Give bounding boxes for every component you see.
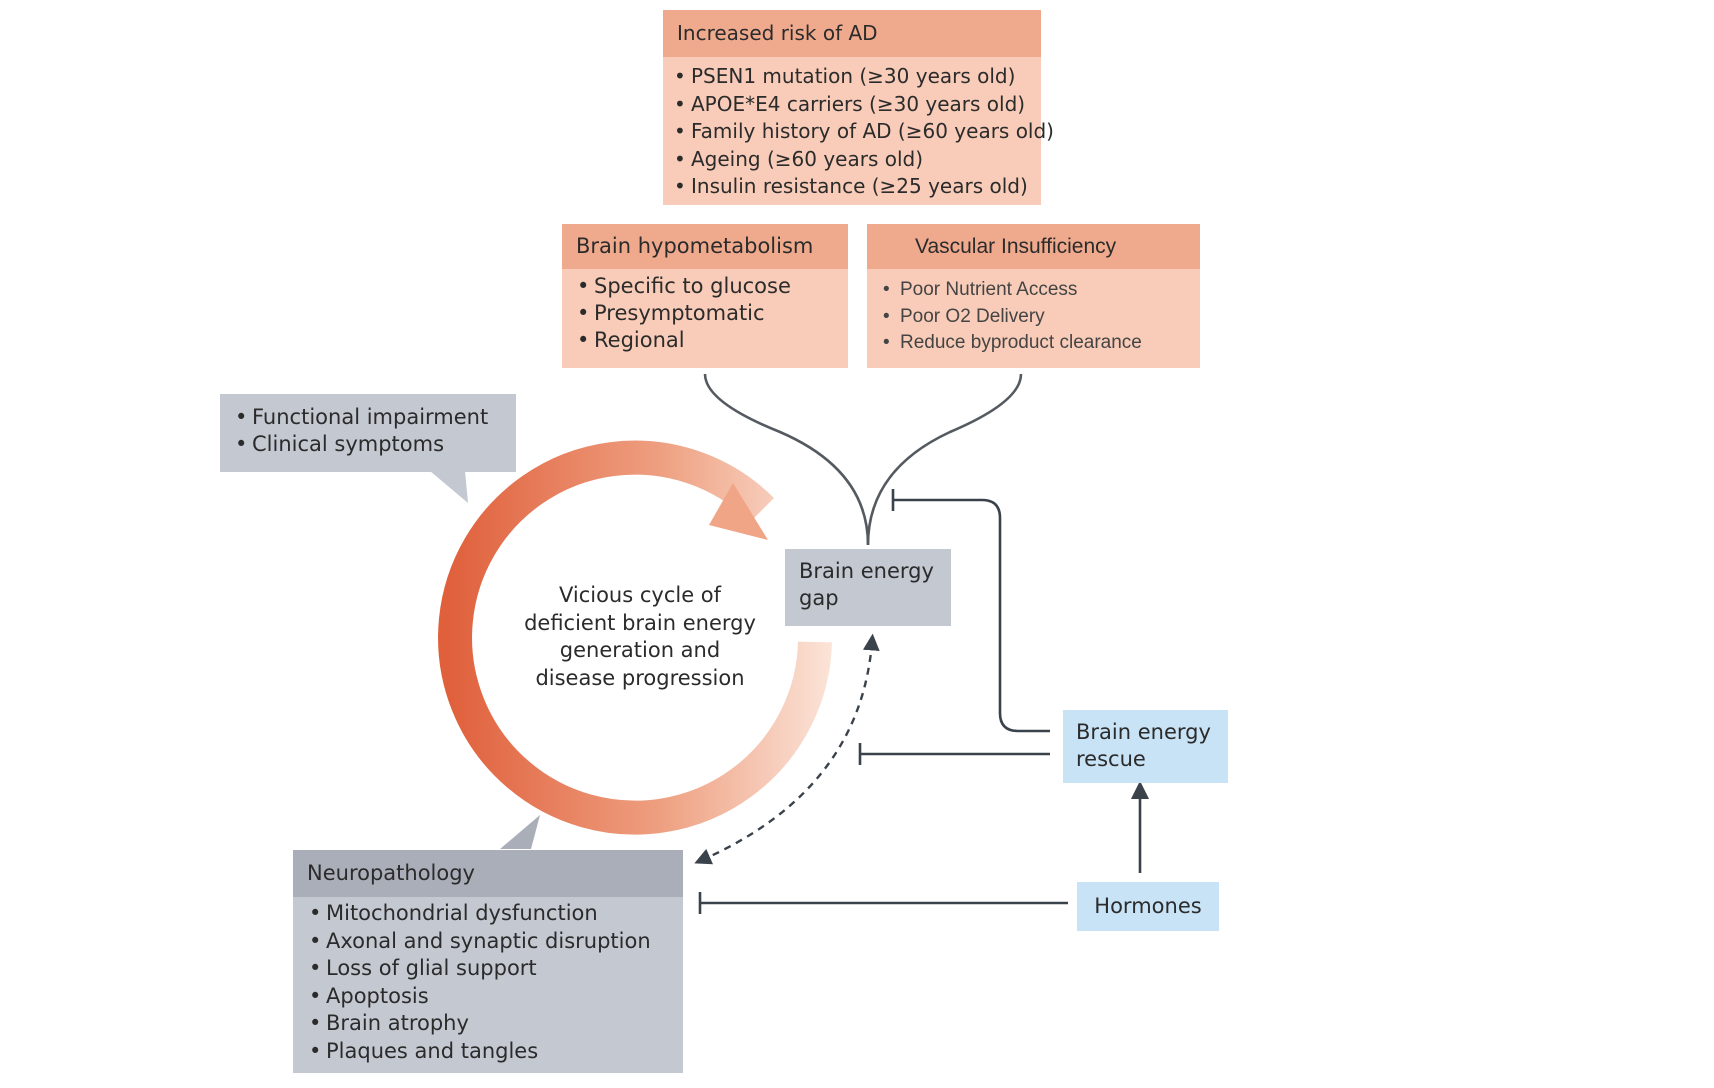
hypometabolism-item: Regional bbox=[577, 327, 848, 354]
risk-box: Increased risk of AD PSEN1 mutation (≥30… bbox=[663, 10, 1054, 205]
energy-gap-line: gap bbox=[799, 586, 839, 610]
neuropathology-item-text: Brain atrophy bbox=[326, 1011, 469, 1036]
hypometabolism-item-text: Presymptomatic bbox=[594, 301, 765, 325]
neuropathology-item: Brain atrophy bbox=[309, 1010, 683, 1038]
neuropathology-list: Mitochondrial dysfunction Axonal and syn… bbox=[293, 900, 683, 1066]
energy-rescue-line: rescue bbox=[1076, 747, 1146, 771]
functional-item: Functional impairment bbox=[235, 404, 516, 431]
neuropathology-item-text: Axonal and synaptic disruption bbox=[326, 928, 651, 953]
hypometabolism-box-title: Brain hypometabolism bbox=[562, 224, 848, 269]
risk-box-title: Increased risk of AD bbox=[663, 10, 1041, 57]
energy-rescue-label: Brain energy rescue bbox=[1076, 719, 1211, 773]
vicious-cycle-line: generation and bbox=[559, 638, 721, 662]
vascular-item: Poor Nutrient Access bbox=[883, 277, 1200, 304]
energy-rescue-box: Brain energy rescue bbox=[1063, 710, 1228, 783]
neuropathology-item-text: Apoptosis bbox=[326, 983, 429, 1008]
vicious-cycle-line: Vicious cycle of bbox=[558, 583, 722, 607]
vicious-cycle-line: deficient brain energy bbox=[524, 610, 756, 635]
neuropathology-box-title: Neuropathology bbox=[293, 850, 683, 897]
neuropathology-item-text: Plaques and tangles bbox=[326, 1038, 539, 1063]
risk-item: Family history of AD (≥60 years old) bbox=[674, 118, 1054, 146]
neuropathology-item: Plaques and tangles bbox=[309, 1038, 683, 1066]
neuropathology-item-text: Loss of glial support bbox=[326, 956, 537, 981]
hypometabolism-box: Brain hypometabolism Specific to glucose… bbox=[562, 224, 848, 368]
vicious-cycle-arrowhead bbox=[709, 483, 768, 540]
brace-left-connector bbox=[703, 373, 870, 546]
hypometabolism-box-body: Specific to glucose Presymptomatic Regio… bbox=[562, 269, 848, 368]
neuropathology-item: Axonal and synaptic disruption bbox=[309, 928, 683, 956]
vascular-item-text: Reduce byproduct clearance bbox=[900, 332, 1142, 353]
risk-item: APOE*E4 carriers (≥30 years old) bbox=[674, 91, 1041, 119]
neuropathology-item: Loss of glial support bbox=[309, 955, 683, 983]
neuropathology-box: Neuropathology Mitochondrial dysfunction… bbox=[293, 850, 683, 1073]
risk-item: Ageing (≥60 years old) bbox=[674, 146, 1041, 174]
energy-rescue-line: Brain energy bbox=[1076, 720, 1211, 744]
vascular-box-body: Poor Nutrient Access Poor O2 Delivery Re… bbox=[867, 269, 1200, 368]
risk-item-text: Ageing (≥60 years old) bbox=[691, 146, 924, 171]
hypometabolism-item-text: Specific to glucose bbox=[594, 274, 791, 298]
vascular-item-text: Poor Nutrient Access bbox=[900, 279, 1078, 300]
hypometabolism-item-text: Regional bbox=[594, 328, 685, 352]
risk-list: PSEN1 mutation (≥30 years old) APOE*E4 c… bbox=[663, 63, 1054, 201]
hypometabolism-item: Presymptomatic bbox=[577, 300, 848, 327]
risk-item-text: Family history of AD (≥60 years old) bbox=[691, 119, 1054, 143]
energy-gap-box: Brain energy gap bbox=[785, 549, 951, 626]
hormones-box: Hormones bbox=[1077, 882, 1219, 931]
neuropathology-callout-tail bbox=[500, 815, 540, 849]
risk-item: Insulin resistance (≥25 years old) bbox=[674, 173, 1041, 201]
vicious-cycle-label: Vicious cycle of deficient brain energy … bbox=[500, 582, 780, 692]
hypometabolism-list: Specific to glucose Presymptomatic Regio… bbox=[562, 273, 848, 354]
vascular-list: Poor Nutrient Access Poor O2 Delivery Re… bbox=[867, 277, 1200, 357]
functional-list: Functional impairment Clinical symptoms bbox=[220, 404, 516, 458]
hormones-label: Hormones bbox=[1094, 894, 1202, 918]
functional-callout-tail bbox=[430, 471, 468, 503]
gap-neuropathology-dashed-arrow bbox=[694, 633, 880, 865]
risk-item: PSEN1 mutation (≥30 years old) bbox=[674, 63, 1041, 91]
vascular-item: Poor O2 Delivery bbox=[883, 304, 1200, 331]
risk-item-text: APOE*E4 carriers (≥30 years old) bbox=[691, 91, 1026, 116]
brace-right-connector bbox=[866, 373, 1023, 546]
rescue-to-gap-inhibit-connector bbox=[894, 498, 1050, 733]
neuropathology-item: Mitochondrial dysfunction bbox=[309, 900, 683, 928]
functional-item-text: Functional impairment bbox=[252, 405, 489, 429]
vascular-box: Vascular Insufficiency Poor Nutrient Acc… bbox=[867, 224, 1200, 368]
risk-item-text: Insulin resistance (≥25 years old) bbox=[691, 174, 1028, 198]
functional-box: Functional impairment Clinical symptoms bbox=[220, 394, 516, 472]
vascular-item-text: Poor O2 Delivery bbox=[900, 305, 1045, 327]
vicious-cycle-line: disease progression bbox=[535, 665, 745, 690]
neuropathology-box-body: Mitochondrial dysfunction Axonal and syn… bbox=[293, 897, 683, 1073]
energy-gap-line: Brain energy bbox=[799, 559, 934, 583]
neuropathology-item: Apoptosis bbox=[309, 983, 683, 1011]
vascular-item: Reduce byproduct clearance bbox=[883, 330, 1200, 357]
hypometabolism-item: Specific to glucose bbox=[577, 273, 848, 300]
functional-item: Clinical symptoms bbox=[235, 431, 516, 458]
risk-item-text: PSEN1 mutation (≥30 years old) bbox=[691, 64, 1016, 88]
neuropathology-item-text: Mitochondrial dysfunction bbox=[326, 901, 598, 925]
functional-item-text: Clinical symptoms bbox=[252, 432, 445, 456]
vascular-box-title: Vascular Insufficiency bbox=[867, 224, 1200, 269]
risk-box-body: PSEN1 mutation (≥30 years old) APOE*E4 c… bbox=[663, 57, 1054, 205]
energy-gap-label: Brain energy gap bbox=[799, 558, 934, 612]
